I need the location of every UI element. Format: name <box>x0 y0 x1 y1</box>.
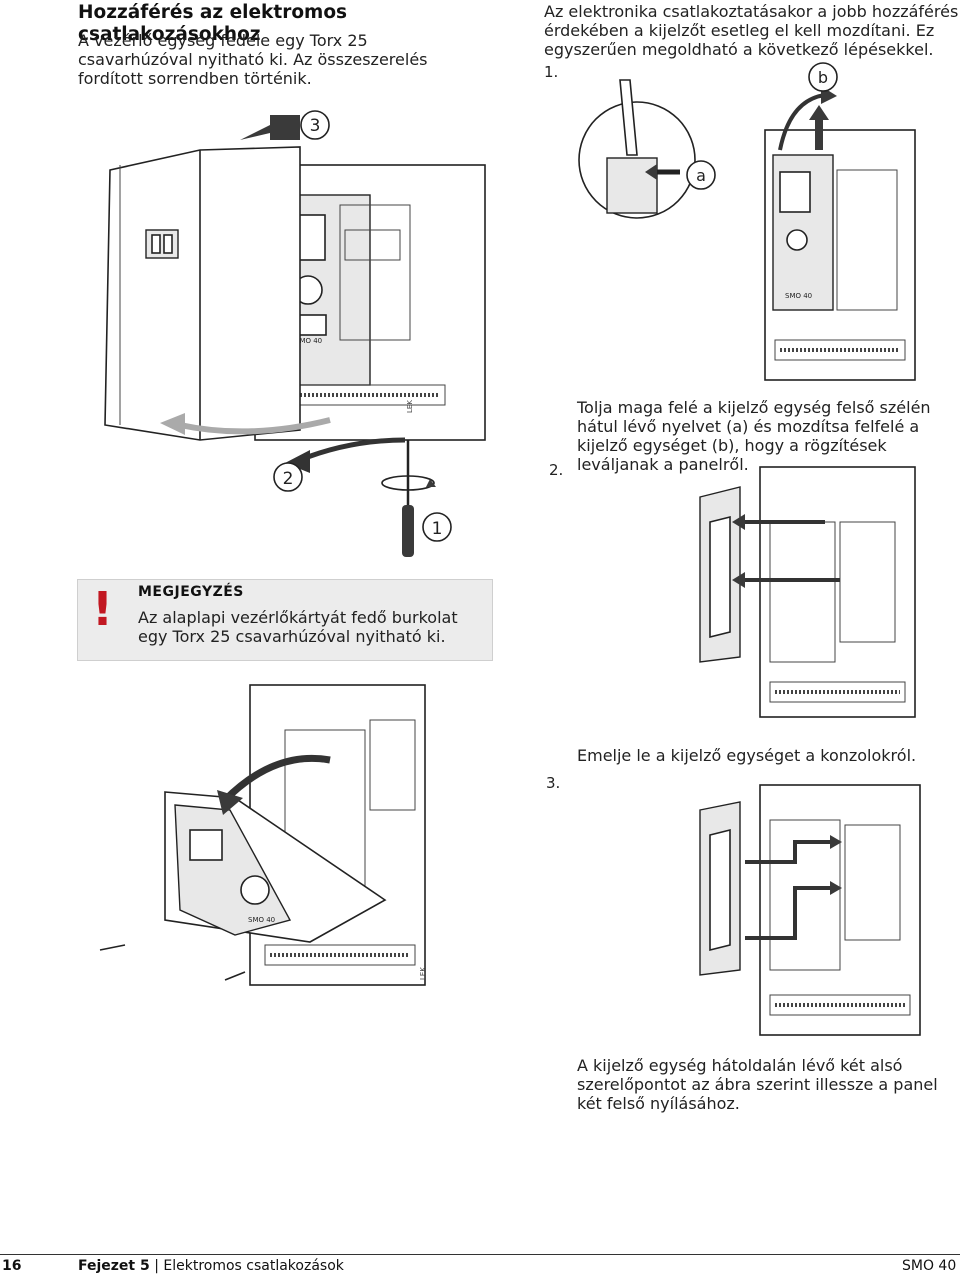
callout-a: a <box>696 166 706 185</box>
screwdriver-icon <box>402 505 414 557</box>
screw-left-icon <box>99 944 126 951</box>
arrow-up-icon <box>809 105 829 150</box>
footer-rule <box>0 1254 960 1255</box>
left-intro-paragraph: A vezérlő egység fedele egy Torx 25 csav… <box>78 31 428 88</box>
swing-arrow-gray <box>179 417 331 435</box>
lek-mark: LEK <box>406 400 414 413</box>
cover-window <box>145 229 179 259</box>
step-1-number: 1. <box>544 63 559 81</box>
note-text: Az alaplapi vezérlőkártyát fedő burkolat… <box>138 608 458 646</box>
footer-separator: | <box>154 1258 159 1274</box>
footer-product: SMO 40 <box>902 1258 957 1274</box>
callout-2: 2 <box>283 469 294 489</box>
step-3-number: 3. <box>546 774 561 792</box>
hook-arrow-upper <box>745 840 830 864</box>
footer-chapter: Fejezet 5 <box>78 1258 150 1274</box>
fold-arrow <box>222 754 331 803</box>
step-2-panel <box>759 466 916 718</box>
front-cover <box>104 146 301 441</box>
step-3-figure <box>699 784 921 1036</box>
step-2-figure <box>699 466 916 718</box>
tilt-smo-label: SMO 40 <box>248 916 275 924</box>
step-2-text: Tolja maga felé a kijelző egység felső s… <box>577 398 931 474</box>
callout-b: b <box>818 68 828 87</box>
note-box: ! MEGJEGYZÉS Az alaplapi vezérlőkártyát … <box>77 579 493 661</box>
final-instruction-text: A kijelző egység hátoldalán lévő két als… <box>577 1056 938 1113</box>
tilt-lek-mark: LEK <box>419 967 427 980</box>
display-tilt-figure: SMO 40 LEK <box>99 684 427 986</box>
callout-1: 1 <box>432 519 443 539</box>
step-2-number: 2. <box>549 461 564 479</box>
hook-arrow-lower <box>745 886 830 940</box>
section-title: Hozzáférés az elektromos csatlakozásokho… <box>78 2 348 45</box>
warning-exclamation-icon: ! <box>92 582 113 636</box>
footer-chapter-line: Fejezet 5 | Elektromos csatlakozások <box>78 1258 344 1274</box>
step-3-text: Emelje le a kijelző egységet a konzolokr… <box>577 746 917 765</box>
finger-icon <box>619 79 638 156</box>
arrow-left-icon <box>732 514 745 530</box>
step-1-figure: a SMO 40 b <box>578 62 916 381</box>
screw-right-icon <box>224 971 246 981</box>
step-1-smo-label: SMO 40 <box>785 292 812 300</box>
cover-removal-figure: SMO 40 LEK 3 2 1 <box>104 110 486 557</box>
smo-label: SMO 40 <box>295 337 322 345</box>
arrow-lift-icon <box>240 115 300 140</box>
footer-section: Elektromos csatlakozások <box>163 1258 344 1274</box>
swing-arrow-dark <box>299 437 406 463</box>
right-intro-paragraph: Az elektronika csatlakoztatásakor a jobb… <box>544 2 959 59</box>
note-heading: MEGJEGYZÉS <box>138 584 244 600</box>
callout-3: 3 <box>310 116 321 136</box>
page-number: 16 <box>2 1258 22 1274</box>
